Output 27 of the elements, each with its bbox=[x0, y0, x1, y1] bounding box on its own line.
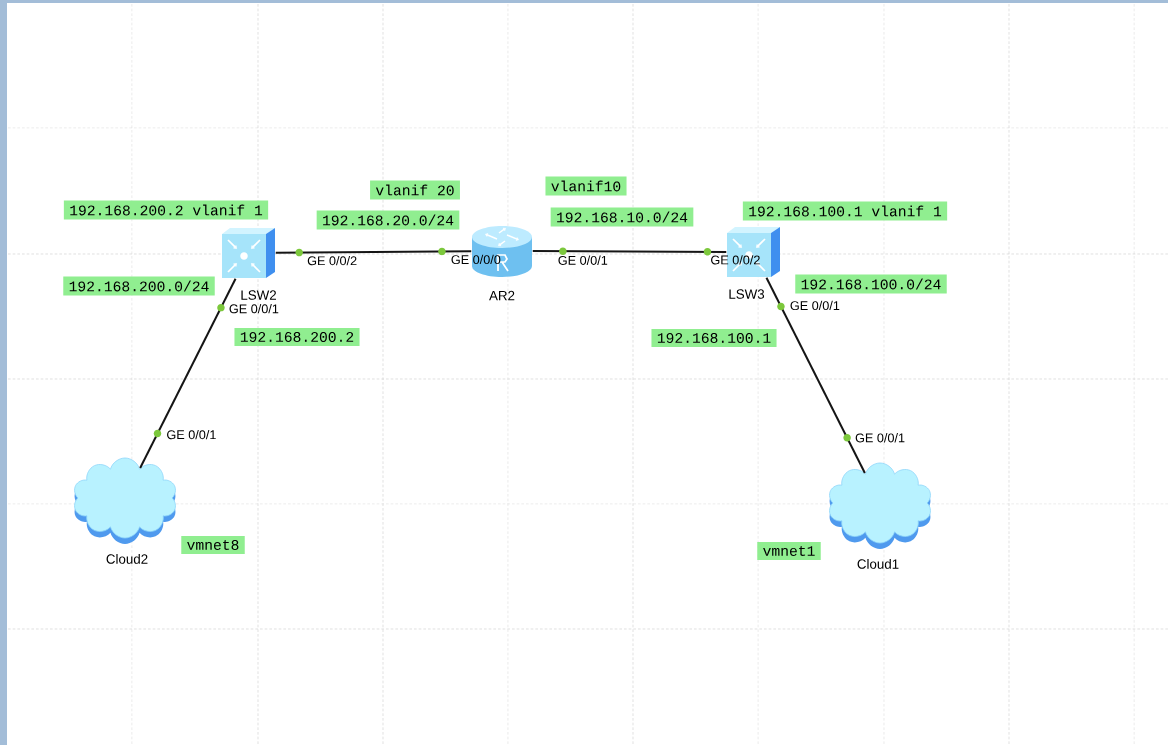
note-label: 192.168.200.0/24 bbox=[63, 276, 215, 296]
note-label: vlanif 20 bbox=[370, 180, 460, 200]
device-name: Cloud1 bbox=[857, 559, 899, 569]
port-label: GE 0/0/2 bbox=[307, 255, 357, 266]
link-line bbox=[765, 276, 866, 474]
device-name: LSW3 bbox=[729, 289, 765, 299]
note-label: 192.168.100.1 bbox=[651, 329, 777, 347]
link-line bbox=[139, 277, 237, 469]
note-label: 192.168.100.0/24 bbox=[795, 274, 947, 294]
note-label: vmnet8 bbox=[181, 536, 245, 554]
port-label: GE 0/0/1 bbox=[855, 433, 905, 443]
port-label: GE 0/0/1 bbox=[229, 304, 279, 314]
note-label: 192.168.100.1 vlanif 1 bbox=[742, 201, 948, 221]
note-label: vlanif10 bbox=[545, 176, 627, 196]
note-label: 192.168.10.0/24 bbox=[550, 207, 694, 227]
device-name: AR2 bbox=[489, 290, 515, 301]
device-name: LSW2 bbox=[241, 290, 276, 300]
device-name: Cloud2 bbox=[106, 554, 148, 564]
port-label: GE 0/0/1 bbox=[790, 300, 840, 311]
port-label: GE 0/0/1 bbox=[167, 429, 216, 440]
note-label: 192.168.20.0/24 bbox=[316, 210, 460, 230]
note-label: 192.168.200.2 vlanif 1 bbox=[63, 200, 269, 220]
link-line bbox=[531, 250, 728, 253]
note-label: vmnet1 bbox=[757, 542, 821, 560]
note-label: 192.168.200.2 bbox=[234, 328, 360, 346]
link-line bbox=[274, 250, 473, 254]
port-label: GE 0/0/1 bbox=[558, 255, 608, 265]
